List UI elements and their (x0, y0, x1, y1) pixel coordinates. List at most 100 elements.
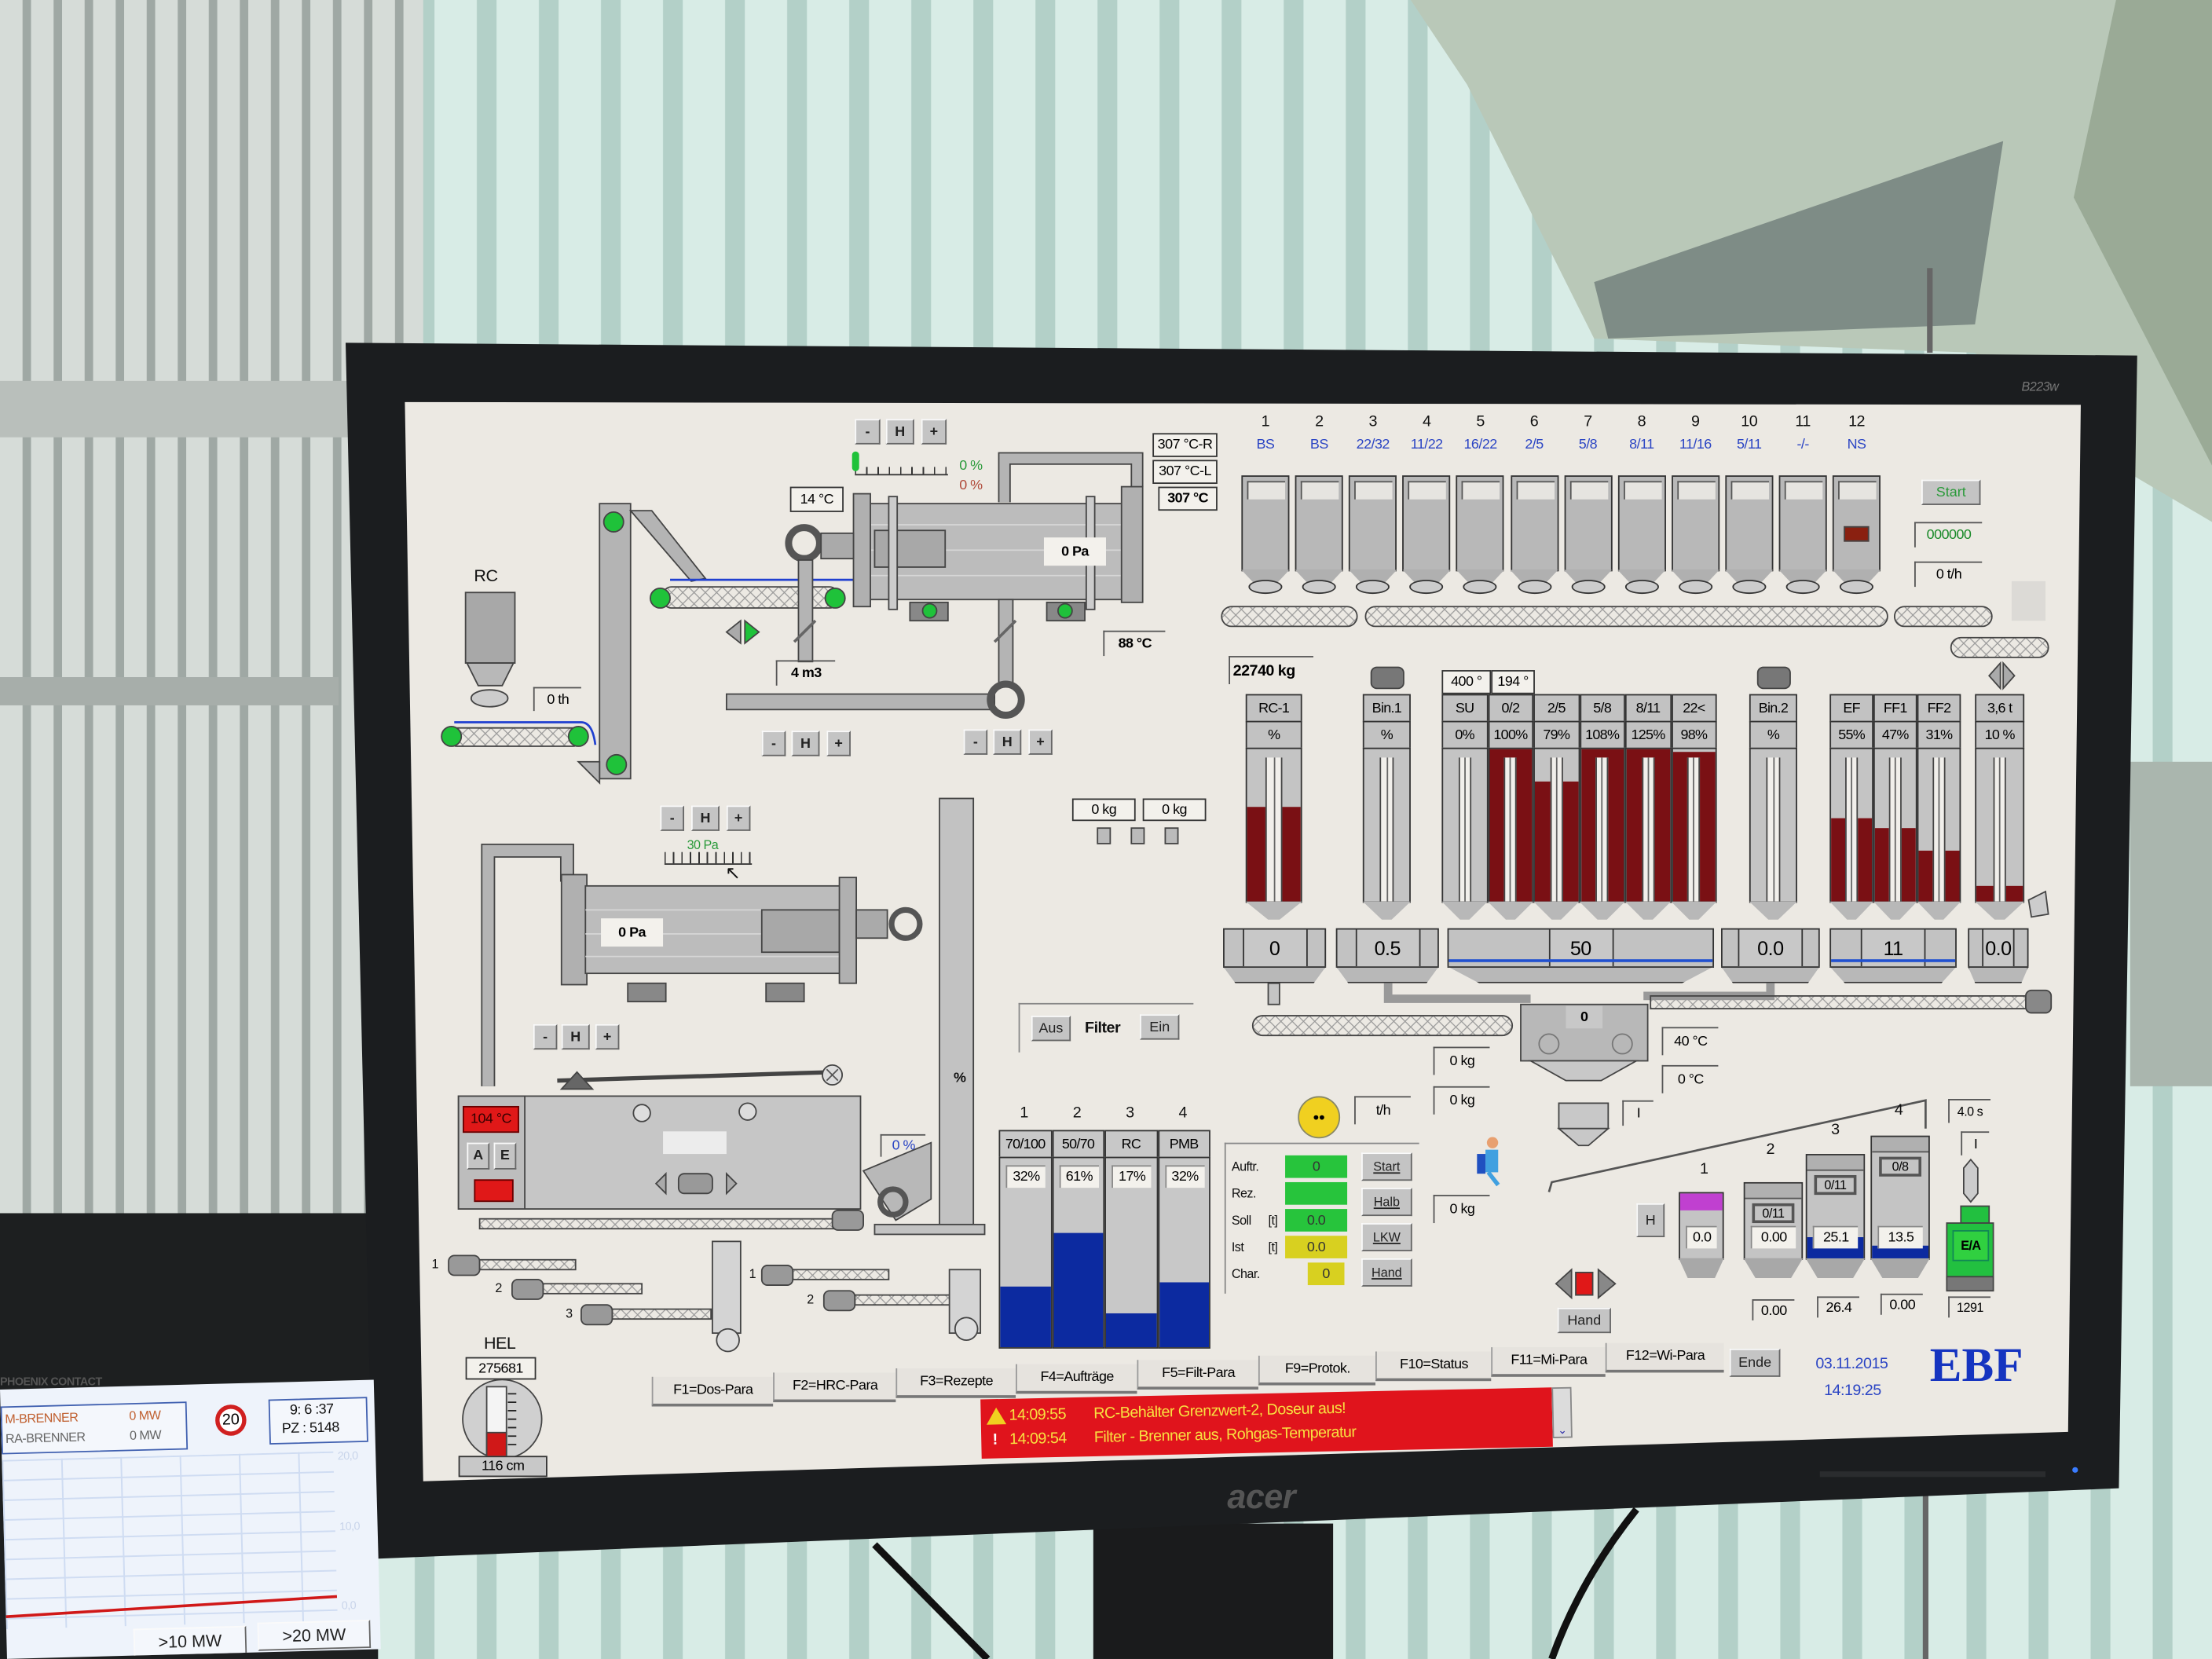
cold-silo[interactable] (1295, 475, 1343, 595)
hopper-cone (1829, 966, 1957, 983)
cold-silo[interactable] (1671, 475, 1719, 595)
function-key-f4[interactable]: F4=Aufträge (1016, 1364, 1137, 1394)
cold-silo[interactable] (1456, 475, 1505, 595)
function-key-f9[interactable]: F9=Protok. (1258, 1355, 1376, 1386)
weigh-hopper[interactable]: 0 (1223, 928, 1327, 985)
cold-silo[interactable] (1241, 475, 1290, 595)
fan2-hold-button[interactable]: H (993, 729, 1022, 755)
fan1-hold-button[interactable]: H (791, 731, 820, 756)
cold-silo[interactable] (1510, 475, 1558, 595)
silo-cone (1671, 569, 1719, 583)
alarm-list[interactable]: 14:09:55 RC-Behälter Grenzwert-2, Doseur… (980, 1386, 1573, 1459)
filter-on-button[interactable]: Ein (1140, 1014, 1180, 1040)
skip-hopper (1547, 1099, 1927, 1192)
control-hand-button[interactable]: Hand (1361, 1258, 1412, 1287)
bin-column[interactable]: Bin.2% (1749, 694, 1797, 923)
ea-button[interactable]: E/A (1952, 1230, 1990, 1262)
mixer-weight-2: 0 kg (1433, 1086, 1490, 1115)
control-start-button[interactable]: Start (1361, 1152, 1412, 1181)
end-button[interactable]: Ende (1729, 1348, 1781, 1377)
cold-silo[interactable] (1402, 475, 1451, 595)
silo-empty-space (1623, 481, 1662, 500)
drum2-pressure-scale[interactable] (664, 851, 753, 865)
alarm-scroll-down-button[interactable]: ⌄ (1551, 1386, 1573, 1438)
cold-silo[interactable] (1617, 475, 1666, 595)
bin-column[interactable]: 22<98% (1671, 694, 1717, 923)
fan1-minus-button[interactable]: - (761, 731, 786, 756)
drum2-plus-button[interactable]: + (726, 805, 751, 831)
burner-damper-scale[interactable] (855, 454, 948, 476)
weigh-hopper[interactable]: 0.0 (1968, 928, 2029, 985)
function-key-f5[interactable]: F5=Filt-Para (1137, 1360, 1258, 1390)
function-key-f1[interactable]: F1=Dos-Para (651, 1376, 774, 1407)
gt10mw-button[interactable]: >10 MW (133, 1625, 247, 1657)
bin-column[interactable]: RC-1% (1245, 694, 1302, 923)
burner-minus-button[interactable]: - (855, 419, 881, 445)
manual-button[interactable]: E (493, 1142, 517, 1170)
tank-pct: 32% (1005, 1165, 1046, 1188)
silo-grade: BS (1256, 437, 1275, 453)
cold-silo[interactable] (1833, 475, 1881, 595)
fan1-plus-button[interactable]: + (826, 731, 851, 756)
burner-plus-button[interactable]: + (921, 419, 947, 445)
control-lkw-button[interactable]: LKW (1361, 1223, 1412, 1251)
filter-off-button[interactable]: Aus (1031, 1016, 1071, 1042)
loadout-hold-button[interactable]: H (1636, 1203, 1665, 1238)
function-key-f12[interactable]: F12=Wi-Para (1605, 1342, 1724, 1373)
drum2-fan-plus-button[interactable]: + (595, 1024, 620, 1050)
function-key-f10[interactable]: F10=Status (1375, 1351, 1492, 1382)
silo-grade: 22/32 (1356, 437, 1390, 453)
auto-button[interactable]: A (467, 1142, 490, 1170)
trend-grid (2, 1451, 338, 1630)
hel-gauge (462, 1379, 543, 1459)
cold-silo[interactable] (1725, 475, 1774, 595)
burner-hold-button[interactable]: H (885, 419, 914, 445)
cold-silo[interactable] (1778, 475, 1827, 595)
feeder-belt-icon (1570, 580, 1606, 595)
hopper-count: I (1622, 1100, 1654, 1126)
control-halb-button[interactable]: Halb (1361, 1188, 1412, 1217)
loadout-silo[interactable]: 0.0 (1679, 1192, 1724, 1288)
fan2-plus-button[interactable]: + (1028, 729, 1053, 755)
bin-pct: 125% (1624, 720, 1672, 749)
function-key-f2[interactable]: F2=HRC-Para (773, 1372, 896, 1403)
weigh-hopper[interactable]: 0.0 (1720, 928, 1820, 985)
weigh-hopper[interactable]: 0.5 (1335, 928, 1439, 985)
silo-empty-space (1462, 481, 1500, 500)
cold-silo[interactable] (1563, 475, 1612, 595)
damper-slider-handle[interactable] (851, 451, 859, 471)
drum2-fan-hold-button[interactable]: H (561, 1024, 590, 1050)
fan2-minus-button[interactable]: - (963, 729, 988, 755)
drum2-fan-minus-button[interactable]: - (533, 1024, 558, 1050)
cold-silo[interactable] (1349, 475, 1397, 595)
feeder-screws (448, 1240, 982, 1353)
weigh-hopper[interactable]: 11 (1829, 928, 1957, 985)
function-key-f11[interactable]: F11=Mi-Para (1491, 1347, 1606, 1377)
function-key-f3[interactable]: F3=Rezepte (895, 1368, 1016, 1398)
drum2-hold-button[interactable]: H (690, 805, 720, 831)
cold-feed-start-button[interactable]: Start (1921, 479, 1981, 505)
hand-button[interactable]: Hand (1557, 1307, 1611, 1334)
bin-column[interactable]: Bin.1% (1362, 694, 1411, 923)
drum2-minus-button[interactable]: - (660, 805, 685, 831)
weigh-hopper[interactable]: 50 (1447, 928, 1715, 985)
gt20mw-button[interactable]: >20 MW (257, 1620, 372, 1651)
